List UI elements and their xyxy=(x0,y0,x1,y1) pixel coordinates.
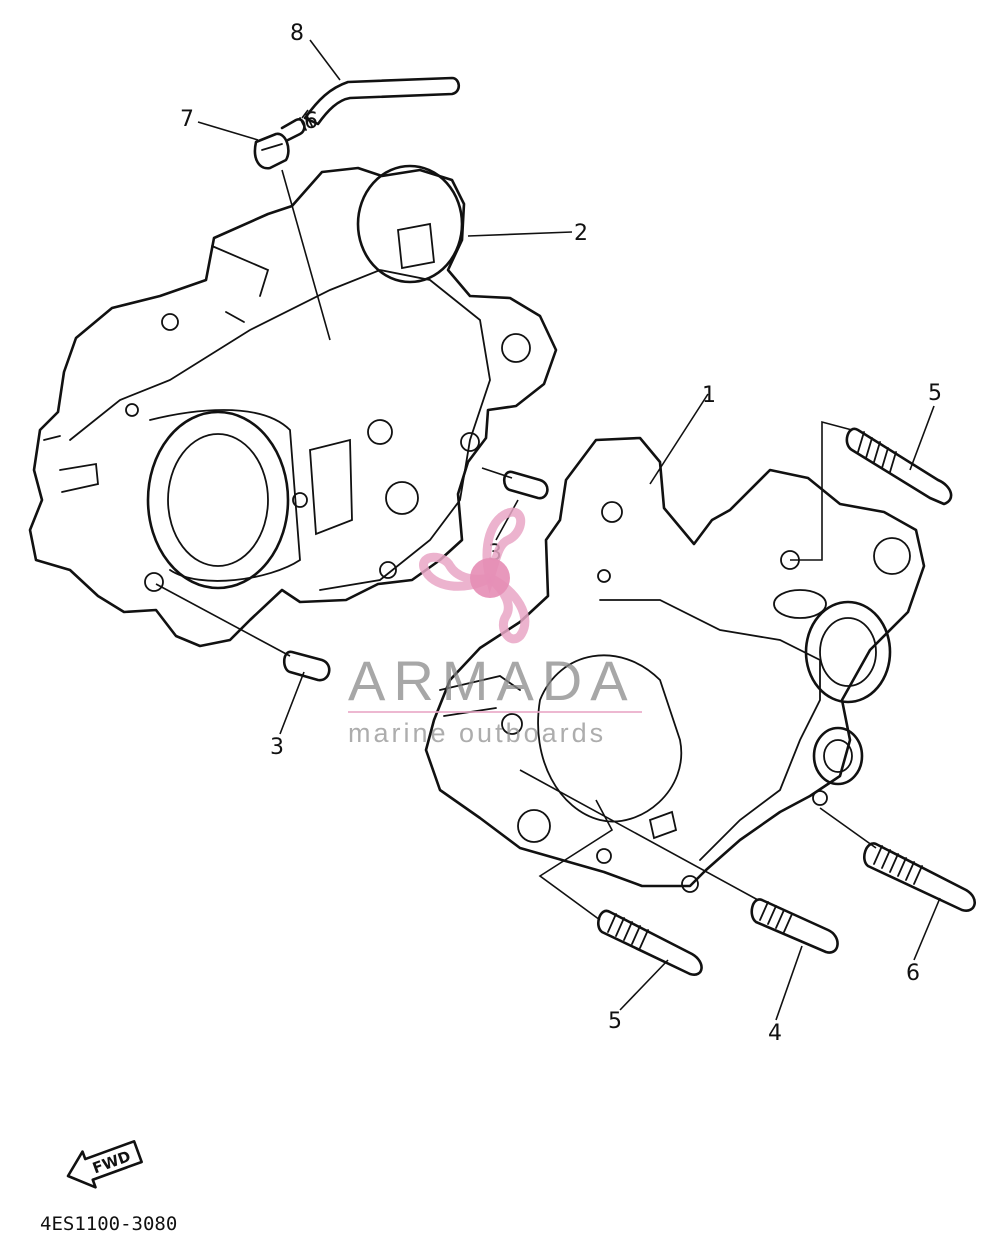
diagram-reference-code: 4ES1100-3080 xyxy=(40,1213,177,1235)
callout-6-bolt: 6 xyxy=(906,961,920,986)
watermark-brand: ARMADA xyxy=(348,649,636,712)
part-3-dowel-pin-upper xyxy=(502,470,549,500)
watermark-tagline: marine outboards xyxy=(348,718,606,748)
part-2-left-crankcase xyxy=(28,164,558,648)
callout-1: 1 xyxy=(702,383,716,408)
part-7-breather-fitting xyxy=(253,132,290,170)
callout-5-upper: 5 xyxy=(928,381,942,406)
leader-lines xyxy=(155,39,941,1021)
part-5-bolt-upper xyxy=(845,427,953,506)
armada-watermark: ARMADA marine outboards xyxy=(348,507,642,748)
callout-2: 2 xyxy=(574,221,588,246)
part-6-bolt xyxy=(863,842,976,912)
fwd-direction-marker: FWD xyxy=(66,1139,143,1189)
part-8-hose xyxy=(303,76,461,126)
part-1-right-crankcase xyxy=(424,436,926,893)
part-5-bolt-lower xyxy=(597,909,703,976)
callout-7: 7 xyxy=(180,107,194,132)
callout-5-lower: 5 xyxy=(608,1009,622,1034)
callout-8: 8 xyxy=(290,21,304,46)
callout-3-lower: 3 xyxy=(270,735,284,760)
callout-6-small: 6 xyxy=(304,109,318,134)
propeller-icon xyxy=(419,507,530,644)
callout-4: 4 xyxy=(768,1021,782,1046)
part-4-bolt xyxy=(750,898,839,954)
part-3-dowel-pin-lower xyxy=(282,650,331,682)
part-6-clip xyxy=(280,113,313,142)
